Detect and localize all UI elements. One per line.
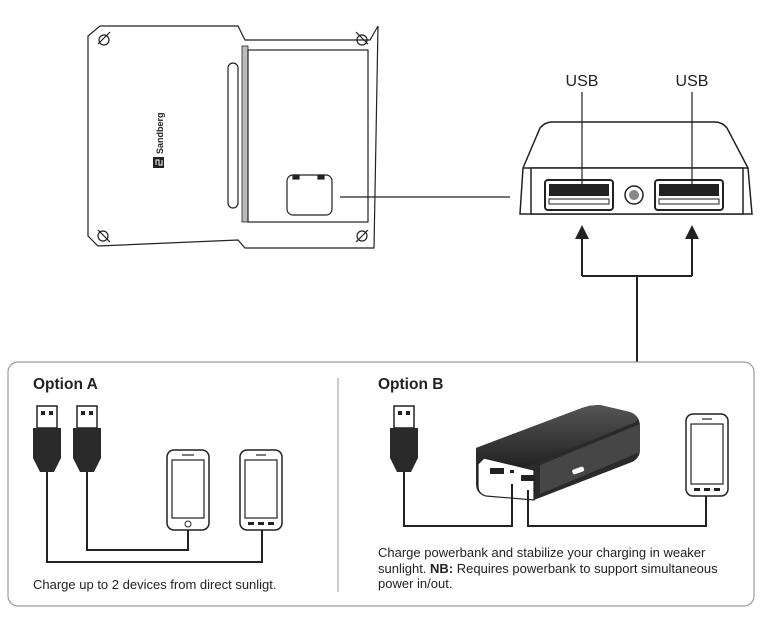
option-b-caption: Charge powerbank and stabilize your char…	[378, 545, 748, 592]
smartphone-icon	[239, 449, 283, 531]
option-b-caption-line1: Charge powerbank and stabilize your char…	[378, 545, 706, 560]
option-b-caption-line3: power in/out.	[378, 576, 453, 591]
brand-text: Sandberg	[155, 112, 165, 154]
usb-label-left: USB	[566, 73, 599, 90]
solar-panel	[87, 25, 379, 249]
option-b-diagram	[390, 405, 729, 527]
smartphone-icon	[166, 449, 210, 531]
option-b-title: Option B	[378, 376, 443, 393]
option-a-title: Option A	[33, 376, 98, 393]
usb-label-right: USB	[676, 73, 709, 90]
port-arrows	[575, 225, 699, 362]
usb-plug-icon	[73, 405, 101, 472]
option-a-diagram	[33, 405, 283, 563]
usb-port-unit	[519, 121, 753, 215]
note-label: NB:	[430, 560, 454, 576]
usb-plug-icon	[33, 405, 61, 472]
usb-plug-icon	[390, 405, 418, 472]
option-a-caption: Charge up to 2 devices from direct sunli…	[33, 577, 277, 592]
smartphone-icon	[685, 413, 729, 497]
powerbank-icon	[476, 405, 640, 501]
sandberg-logo: Sandberg	[153, 112, 165, 168]
option-b-caption-line2: sunlight. NB: Requires powerbank to supp…	[378, 560, 718, 576]
